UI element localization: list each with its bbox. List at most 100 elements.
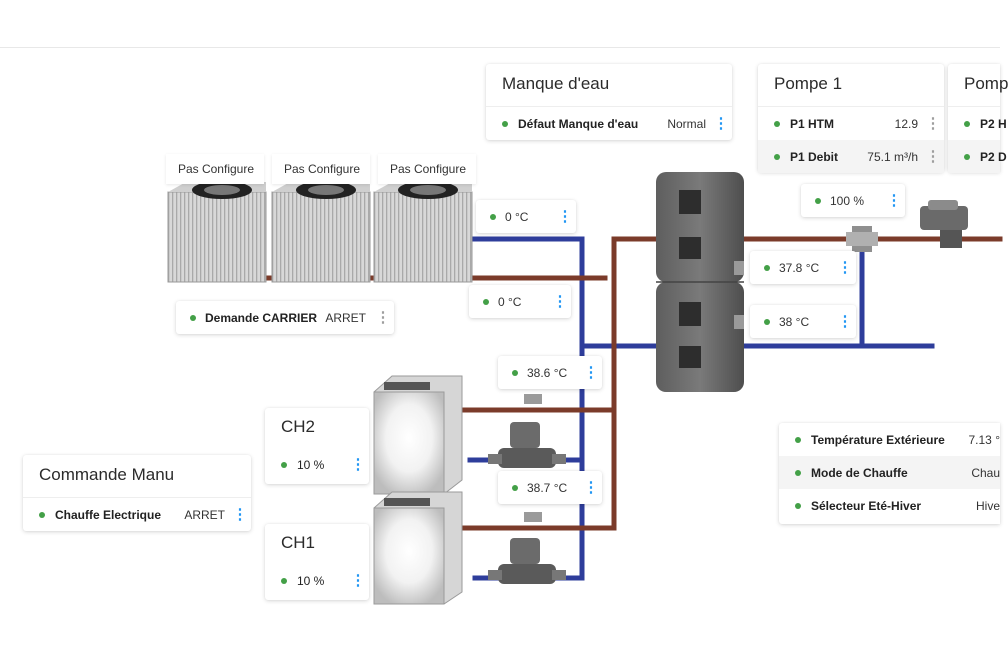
- status-dot-icon: [964, 153, 970, 160]
- info-card: Température Extérieure 7.13 ° Mode de Ch…: [779, 423, 1000, 524]
- pas-configure-1: Pas Configure: [166, 154, 264, 184]
- status-dot-icon: [490, 213, 496, 220]
- pompe1-card: Pompe 1 P1 HTM 12.9 ⋮ P1 Debit 75.1 m³/h…: [758, 64, 944, 173]
- status-dot-icon: [281, 461, 287, 468]
- main-pump: [920, 200, 968, 248]
- pompe2-title: Pomp: [948, 64, 1008, 107]
- pump-ch1: [488, 538, 566, 584]
- temp-ch1-out: 38.7 °C ⋮: [498, 471, 602, 504]
- pompe1-debit-label: P1 Debit: [790, 149, 839, 164]
- valve-percent: 100 % ⋮: [801, 184, 905, 217]
- pompe1-debit-value: 75.1 m³/h: [867, 149, 918, 164]
- temp-carrier-bottom: 0 °C ⋮: [469, 285, 571, 318]
- pompe2-card: Pomp P2 H P2 D: [948, 64, 1008, 173]
- demande-carrier-label: Demande CARRIER: [205, 310, 318, 325]
- selecteur-ete-hiver-label: Sélecteur Eté-Hiver: [811, 498, 922, 513]
- pompe2-row-d: P2 D: [948, 140, 1007, 173]
- storage-tank: [656, 172, 744, 392]
- status-dot-icon: [483, 298, 489, 305]
- top-bar: [0, 0, 1000, 48]
- commande-manu-row: Chauffe Electrique ARRET ⋮: [23, 498, 251, 531]
- status-dot-icon: [774, 120, 780, 127]
- status-dot-icon: [964, 120, 970, 127]
- kebab-menu-icon[interactable]: ⋮: [925, 147, 941, 165]
- commande-manu-card: Commande Manu Chauffe Electrique ARRET ⋮: [23, 455, 251, 531]
- temp-ballon-cold: 38 °C ⋮: [750, 305, 856, 338]
- status-dot-icon: [795, 436, 801, 443]
- temp-ch2-out: 38.6 °C ⋮: [498, 356, 602, 389]
- boiler-ch1: [373, 491, 463, 605]
- selecteur-ete-hiver-value: Hive: [975, 498, 1000, 513]
- kebab-menu-icon[interactable]: ⋮: [583, 363, 599, 381]
- info-row-mode: Mode de Chauffe Chau: [779, 456, 1000, 489]
- kebab-menu-icon[interactable]: ⋮: [557, 207, 573, 225]
- ch1-card: CH1 10 % ⋮: [265, 524, 369, 600]
- kebab-menu-icon[interactable]: ⋮: [837, 312, 853, 330]
- demande-carrier: Demande CARRIER ARRET ⋮: [176, 301, 394, 334]
- status-dot-icon: [795, 502, 801, 509]
- status-dot-icon: [795, 469, 801, 476]
- temp-carrier-top: 0 °C ⋮: [476, 200, 576, 233]
- temp-exterieure-label: Température Extérieure: [811, 432, 945, 447]
- temp-ballon-hot: 37.8 °C ⋮: [750, 251, 856, 284]
- manque-eau-title: Manque d'eau: [486, 64, 732, 107]
- pompe1-htm-value: 12.9: [894, 116, 918, 131]
- chauffe-electrique-label: Chauffe Electrique: [55, 507, 162, 522]
- status-dot-icon: [764, 318, 770, 325]
- pompe2-d-label: P2 D: [980, 149, 1007, 164]
- ch2-card: CH2 10 % ⋮: [265, 408, 369, 484]
- status-dot-icon: [39, 511, 45, 518]
- ch1-value: 10 %: [297, 573, 325, 588]
- status-dot-icon: [281, 577, 287, 584]
- pas-configure-3: Pas Configure: [378, 154, 476, 184]
- commande-manu-title: Commande Manu: [23, 455, 251, 498]
- pompe1-row-debit: P1 Debit 75.1 m³/h ⋮: [758, 140, 944, 173]
- chauffe-electrique-value: ARRET: [184, 507, 225, 522]
- manque-eau-card: Manque d'eau Défaut Manque d'eau Normal …: [486, 64, 732, 140]
- kebab-menu-icon[interactable]: ⋮: [837, 258, 853, 276]
- kebab-menu-icon[interactable]: ⋮: [350, 571, 366, 589]
- ch2-row: 10 % ⋮: [265, 448, 369, 481]
- mode-chauffe-label: Mode de Chauffe: [811, 465, 908, 480]
- pas-configure-2: Pas Configure: [272, 154, 370, 184]
- temp-exterieure-value: 7.13 °: [968, 432, 1001, 447]
- kebab-menu-icon[interactable]: ⋮: [552, 292, 568, 310]
- mode-chauffe-value: Chau: [971, 465, 1000, 480]
- kebab-menu-icon[interactable]: ⋮: [925, 114, 941, 132]
- pump-ch2: [488, 422, 566, 468]
- pompe1-htm-label: P1 HTM: [790, 116, 835, 131]
- info-row-selecteur: Sélecteur Eté-Hiver Hive: [779, 489, 1000, 522]
- ch2-title: CH2: [281, 417, 316, 436]
- pompe2-h-label: P2 H: [980, 116, 1007, 131]
- pompe1-row-htm: P1 HTM 12.9 ⋮: [758, 107, 944, 140]
- kebab-menu-icon[interactable]: ⋮: [583, 478, 599, 496]
- ch1-title: CH1: [281, 533, 316, 552]
- status-dot-icon: [764, 264, 770, 271]
- pompe2-row-h: P2 H: [948, 107, 1007, 140]
- kebab-menu-icon[interactable]: ⋮: [350, 455, 366, 473]
- pompe1-title: Pompe 1: [758, 64, 944, 107]
- sensor-ch1: [524, 512, 542, 522]
- demande-carrier-value: ARRET: [325, 310, 366, 325]
- carrier-units: [167, 181, 473, 283]
- kebab-menu-icon[interactable]: ⋮: [375, 308, 391, 326]
- info-row-temp-ext: Température Extérieure 7.13 °: [779, 423, 1000, 456]
- manque-eau-label: Défaut Manque d'eau: [518, 116, 639, 131]
- status-dot-icon: [502, 120, 508, 127]
- status-dot-icon: [774, 153, 780, 160]
- manque-eau-value: Normal: [667, 116, 706, 131]
- status-dot-icon: [815, 197, 821, 204]
- boiler-ch2: [373, 375, 463, 495]
- manque-eau-row: Défaut Manque d'eau Normal ⋮: [486, 107, 732, 140]
- ch2-value: 10 %: [297, 457, 325, 472]
- status-dot-icon: [190, 314, 196, 321]
- status-dot-icon: [512, 484, 518, 491]
- status-dot-icon: [512, 369, 518, 376]
- ch1-row: 10 % ⋮: [265, 564, 369, 597]
- kebab-menu-icon[interactable]: ⋮: [232, 505, 248, 523]
- kebab-menu-icon[interactable]: ⋮: [713, 114, 729, 132]
- main-valve: [846, 226, 878, 252]
- sensor-ch2: [524, 394, 542, 404]
- kebab-menu-icon[interactable]: ⋮: [886, 191, 902, 209]
